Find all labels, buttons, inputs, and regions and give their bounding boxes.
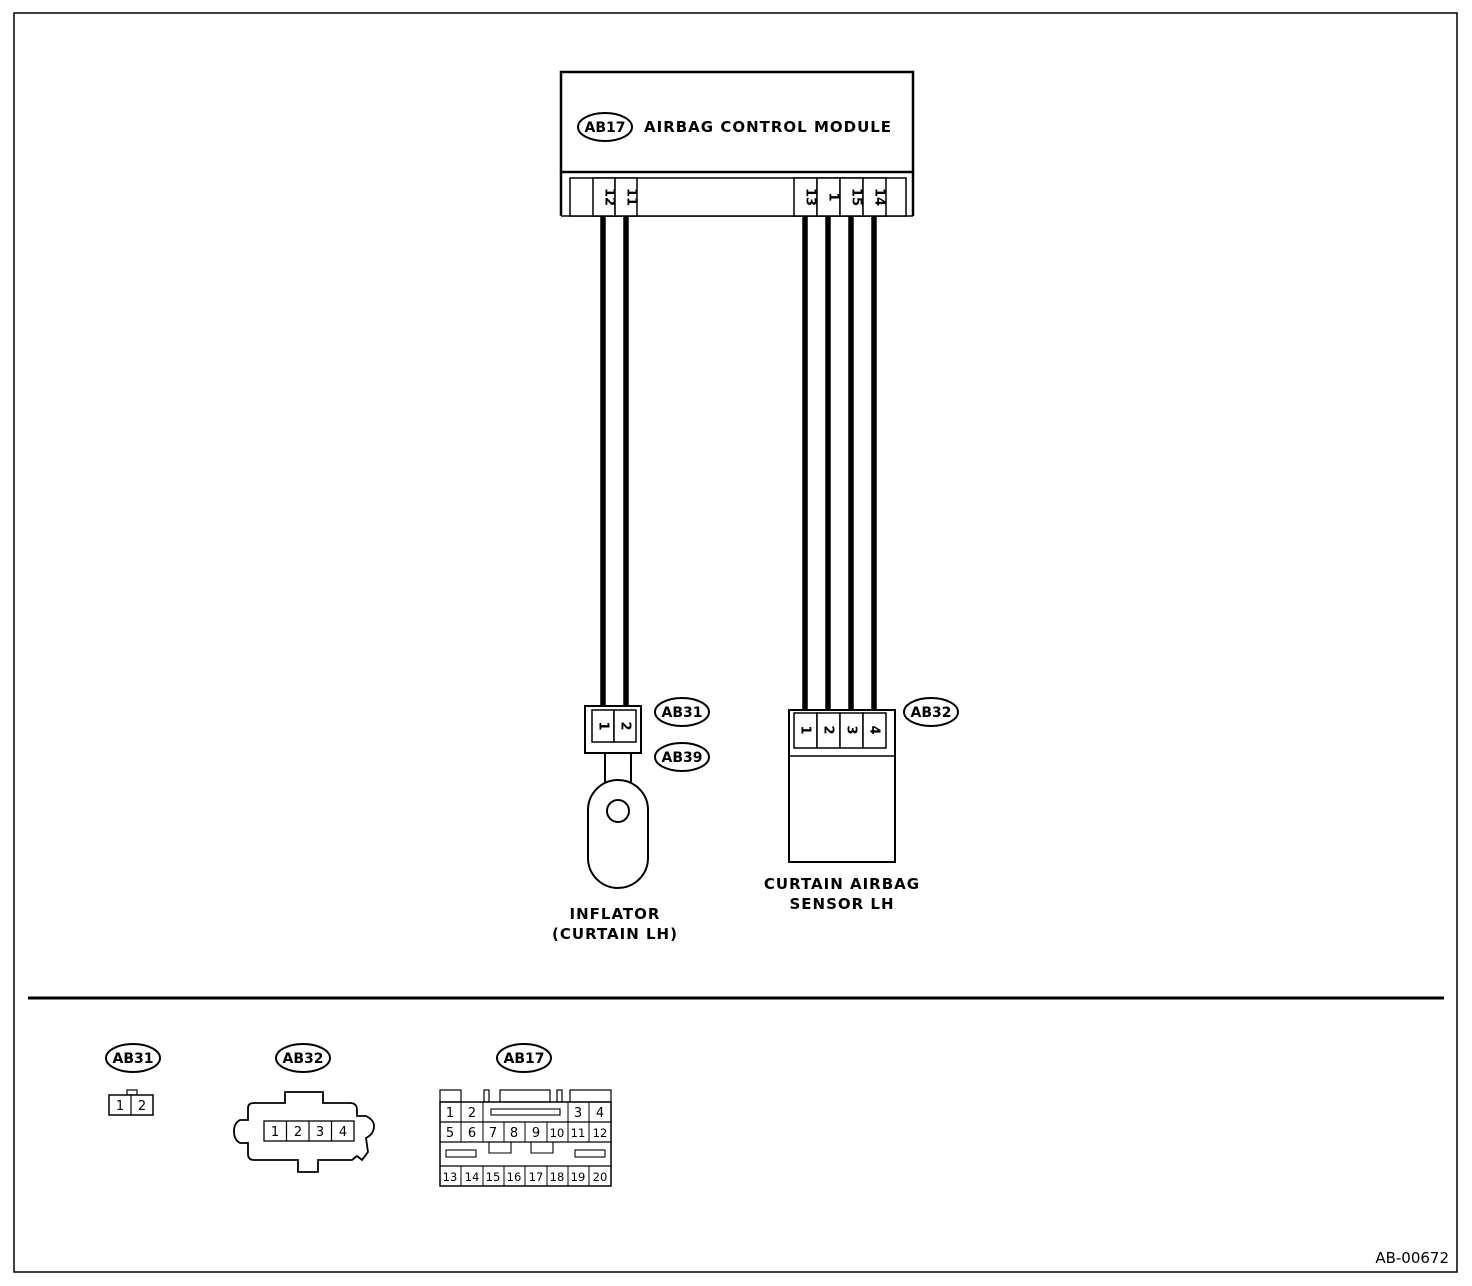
module-connector-tag: AB17 xyxy=(585,120,626,136)
ab17-pin-label: 6 xyxy=(468,1126,476,1141)
ab32-pin-label: 1 xyxy=(271,1125,279,1140)
inflator-label: (CURTAIN LH) xyxy=(552,925,678,943)
inflator-connector-tag: AB31 xyxy=(662,705,703,721)
ab32-pin-label: 4 xyxy=(339,1125,347,1140)
connector-view-ab31: AB31 1 2 xyxy=(105,1043,161,1116)
module-title: AIRBAG CONTROL MODULE xyxy=(644,118,892,136)
ab17-pin-label: 1 xyxy=(446,1106,454,1121)
ab17-pin-label: 9 xyxy=(532,1126,540,1141)
sensor-pin-label: 1 xyxy=(798,725,813,734)
module-connector-tag-oval xyxy=(577,112,633,142)
ab17-pin-label: 19 xyxy=(571,1170,586,1184)
inflator-curtain-lh: 1 2 AB31 AB39 INFLATOR (CURTAIN LH) xyxy=(552,697,710,943)
ab17-pin-label: 11 xyxy=(571,1126,586,1140)
ab17-pin-label: 14 xyxy=(465,1170,480,1184)
sensor-pin-label: 4 xyxy=(867,725,882,734)
inflator-pin-2 xyxy=(613,709,637,743)
connector-view-tag: AB31 xyxy=(113,1051,154,1067)
connector-view-tag: AB32 xyxy=(283,1051,324,1067)
module-pin-label: 1 xyxy=(826,192,841,201)
module-pin-label: 11 xyxy=(624,188,639,206)
connector-view-ab17: AB17 xyxy=(439,1043,612,1187)
sensor-label: CURTAIN AIRBAG xyxy=(764,875,920,893)
ab17-pin-label: 16 xyxy=(507,1170,522,1184)
figure-id: AB-00672 xyxy=(1375,1249,1449,1267)
inflator-body xyxy=(587,779,649,889)
ab17-pin-label: 18 xyxy=(550,1170,565,1184)
inflator-connector-tag: AB39 xyxy=(662,750,703,766)
sensor-pin-label: 3 xyxy=(844,725,859,734)
connector-view-ab32: AB32 1 2 3 4 xyxy=(233,1043,375,1173)
module-pin-label: 13 xyxy=(803,188,818,206)
module-pin-label: 15 xyxy=(849,188,864,206)
inflator-pin-label: 2 xyxy=(618,721,633,730)
ab17-pin-label: 12 xyxy=(593,1126,608,1140)
ab17-pin-label: 3 xyxy=(574,1106,582,1121)
ab17-pin-label: 20 xyxy=(593,1170,608,1184)
ab17-pin-label: 5 xyxy=(446,1126,454,1141)
page-frame xyxy=(13,12,1458,1273)
inflator-label: INFLATOR xyxy=(570,905,661,923)
inflator-tag-oval xyxy=(654,697,710,727)
inflator-tag-oval xyxy=(654,742,710,772)
curtain-airbag-sensor-lh: 1 2 3 4 AB32 CURTAIN AIRBAG SENSOR LH xyxy=(764,697,959,913)
ab31-pin-label: 2 xyxy=(138,1099,146,1114)
ab17-pin-label: 15 xyxy=(486,1170,501,1184)
ab17-pin-label: 10 xyxy=(550,1126,565,1140)
connector-view-tag: AB17 xyxy=(504,1051,545,1067)
sensor-pin-4 xyxy=(862,712,887,749)
ab17-pin-label: 13 xyxy=(443,1170,458,1184)
harness-wires xyxy=(600,216,877,710)
ab17-pin-label: 2 xyxy=(468,1106,476,1121)
ab17-pin-label: 8 xyxy=(510,1126,518,1141)
ab31-pin-label: 1 xyxy=(116,1099,124,1114)
airbag-control-module: 12 11 13 1 15 14 AB17 AIRBAG CONTROL MOD… xyxy=(559,70,915,217)
ab32-pin-label: 3 xyxy=(316,1125,324,1140)
inflator-mount-hole xyxy=(606,799,630,823)
module-pin-label: 14 xyxy=(872,188,887,206)
ab17-pin-label: 7 xyxy=(489,1126,497,1141)
ab17-pin-label: 17 xyxy=(529,1170,544,1184)
inflator-pin-label: 1 xyxy=(596,721,611,730)
sensor-label: SENSOR LH xyxy=(789,895,894,913)
ab17-pin-label: 4 xyxy=(596,1106,604,1121)
sensor-connector-tag: AB32 xyxy=(911,705,952,721)
sensor-tag-oval xyxy=(903,697,959,727)
module-pin-label: 12 xyxy=(602,188,617,206)
sensor-pin-label: 2 xyxy=(821,725,836,734)
ab32-pin-label: 2 xyxy=(294,1125,302,1140)
